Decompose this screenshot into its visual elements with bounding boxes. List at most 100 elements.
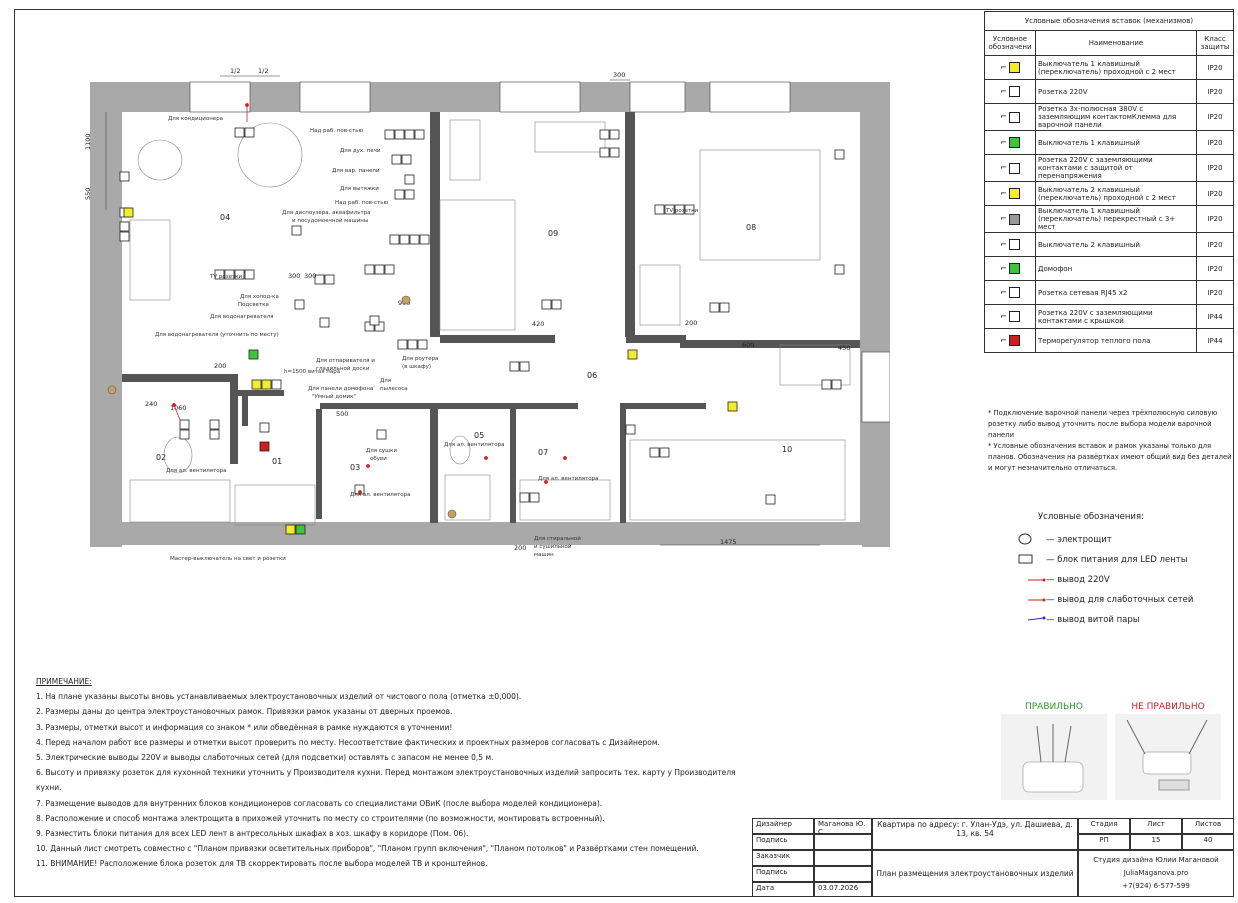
svg-text:Над раб. пов-стью: Над раб. пов-стью	[335, 200, 388, 206]
stamp-sheet-title: План размещения электроустановочных изде…	[872, 850, 1078, 897]
svg-text:1475: 1475	[720, 538, 737, 546]
mechanism-icon	[1008, 86, 1020, 97]
legend-name: Выключатель 2 клавишный	[1035, 232, 1197, 257]
room-01: 01	[272, 457, 282, 466]
room-09: 09	[548, 229, 558, 238]
stamp-client-label: Заказчик	[752, 850, 814, 866]
legend-item-panel: — электрощит	[1018, 530, 1232, 550]
twisted-pair-icon	[1018, 614, 1046, 627]
legend-symbol: ⌐	[984, 304, 1036, 329]
photo-right-caption: ПРАВИЛЬНО	[1024, 702, 1084, 712]
svg-text:420: 420	[532, 320, 544, 328]
note-item: 10. Данный лист смотреть совместно с "Пл…	[36, 844, 699, 854]
legend-item-twistedpair: — вывод витой пары	[1018, 610, 1232, 630]
mechanism-icon	[1008, 188, 1020, 199]
mechanism-icon	[1008, 263, 1020, 274]
mechanism-icon	[1008, 287, 1020, 298]
router-wrong-image	[1115, 714, 1221, 800]
svg-text:и сушильной: и сушильной	[534, 543, 572, 550]
svg-text:обуви: обуви	[370, 456, 387, 462]
room-05: 05	[474, 431, 484, 440]
legend-caption: Условные обозначения вставок (механизмов…	[984, 11, 1234, 31]
svg-text:Для роутера: Для роутера	[402, 356, 438, 362]
legend-row: ⌐Розетка 3х-полюсная 380V с заземляющим …	[984, 103, 1234, 131]
legend-symbol: ⌐	[984, 130, 1036, 155]
side-note: планов. Обозначения на развёртках имеют …	[988, 453, 1232, 461]
furniture	[129, 119, 851, 526]
svg-text:Для: Для	[380, 378, 391, 384]
svg-text:Подсветка: Подсветка	[238, 302, 269, 308]
floor-area	[122, 112, 860, 522]
svg-text:200: 200	[685, 319, 697, 327]
title-block: Дизайнер Маганова Ю. С. Подпись Заказчик…	[752, 818, 1234, 897]
svg-text:и посудомоечной машины: и посудомоечной машины	[292, 217, 368, 224]
legend-name: Терморегулятор теплого пола	[1035, 328, 1197, 353]
stamp-sign-2	[814, 866, 872, 882]
legend-item-led: — блок питания для LED ленты	[1018, 550, 1232, 570]
legend-row: ⌐Розетка 220V с заземляющими контактами …	[984, 304, 1234, 329]
note-item: 3. Размеры, отметки высот и информация с…	[36, 722, 453, 732]
svg-text:1/2: 1/2	[258, 67, 268, 75]
svg-text:Для диспоузера, аквафильтра: Для диспоузера, аквафильтра	[282, 210, 371, 216]
legend-ip: IP20	[1196, 256, 1234, 281]
stamp-sheet: 15	[1130, 834, 1182, 850]
stamp-sheet-label: Лист	[1130, 818, 1182, 834]
legend-row: ⌐Розетка 220V с заземляющими контактами …	[984, 154, 1234, 182]
svg-text:1060: 1060	[170, 404, 187, 412]
router-correct-image	[1001, 714, 1107, 800]
stamp-sign-1	[814, 834, 872, 850]
stamp-address: Квартира по адресу: г. Улан-Удэ, ул. Даш…	[872, 818, 1078, 850]
svg-text:Для холод-ка: Для холод-ка	[240, 294, 279, 300]
stamp-client	[814, 850, 872, 866]
mechanism-icon	[1008, 335, 1020, 346]
svg-text:TV розетки: TV розетки	[209, 274, 243, 280]
note-item: 8. Расположение и способ монтажа электро…	[36, 813, 605, 823]
side-note: и могут незначительно отличаться.	[988, 464, 1118, 472]
svg-text:машин: машин	[534, 552, 554, 558]
symbol-legend: Условные обозначения: — электрощит — бло…	[1018, 512, 1232, 630]
svg-text:(в шкафу): (в шкафу)	[402, 364, 431, 370]
legend-symbol: ⌐	[984, 328, 1036, 353]
legend-name: Выключатель 1 клавишный	[1035, 130, 1197, 155]
led-power-icon	[1018, 554, 1046, 567]
svg-text:300: 300	[613, 71, 625, 79]
general-notes: ПРИМЕЧАНИЕ: 1. На плане указаны высоты в…	[36, 674, 736, 872]
room-numbers: 04 09 08 06 02 01 03 05 07 10	[156, 213, 792, 472]
svg-text:Для ал. вентилятора: Для ал. вентилятора	[166, 468, 227, 474]
svg-text:"Умный домик": "Умный домик"	[312, 393, 356, 400]
dimensions	[105, 75, 820, 546]
room-02: 02	[156, 453, 166, 462]
svg-text:Для ал. вентилятора: Для ал. вентилятора	[444, 442, 505, 448]
stamp-sheets: 40	[1182, 834, 1234, 850]
legend-item-220: — вывод 220V	[1018, 570, 1232, 590]
svg-text:300: 300	[288, 272, 300, 280]
svg-text:гладильной доски: гладильной доски	[316, 365, 370, 372]
svg-text:Для панели домофона: Для панели домофона	[308, 386, 373, 392]
legend-ip: IP20	[1196, 55, 1234, 80]
legend-name: Выключатель 2 клавишный (переключатель) …	[1035, 181, 1197, 206]
stamp-phone: +7(924) 6-577-599	[1122, 882, 1190, 890]
legend-name: Розетка 220V с заземляющими контактами с…	[1035, 154, 1197, 182]
sockets	[119, 127, 845, 505]
room-06: 06	[587, 371, 597, 380]
svg-text:пылесоса: пылесоса	[380, 386, 408, 392]
note-item: 11. ВНИМАНИЕ! Расположение блока розеток…	[36, 859, 488, 869]
outlet-220-icon	[1018, 574, 1046, 587]
side-note: * Условные обозначения вставок и рамок у…	[988, 442, 1212, 450]
floor-plan: 04 09 08 06 02 01 03 05 07 10	[84, 67, 890, 562]
outlet-leaders	[172, 103, 567, 494]
legend-symbol: ⌐	[984, 55, 1036, 80]
windows	[189, 81, 890, 423]
svg-text:300: 300	[304, 272, 316, 280]
stamp-studio-name: Студия дизайна Юлии Магановой	[1093, 856, 1219, 864]
legend-symbol: ⌐	[984, 79, 1036, 104]
legend-name: Выключатель 1 клавишный (переключатель) …	[1035, 55, 1197, 80]
note-item: 5. Электрические выводы 220V и выводы сл…	[36, 753, 494, 763]
sheet-frame	[14, 9, 1234, 897]
room-07: 07	[538, 448, 548, 457]
legend-ip: IP20	[1196, 103, 1234, 131]
svg-text:200: 200	[214, 362, 226, 370]
